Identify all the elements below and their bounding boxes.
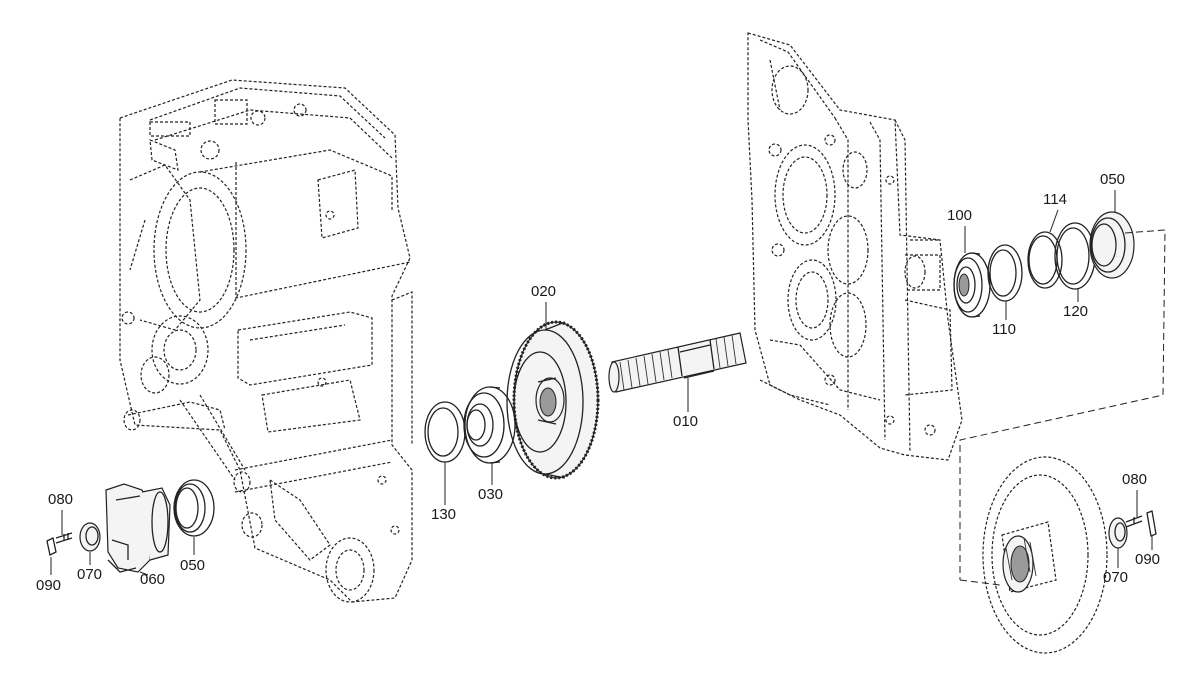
cap-070-right xyxy=(1108,517,1128,549)
right-housing-cover xyxy=(747,32,963,461)
label-120: 120 xyxy=(1063,303,1089,320)
seal-050-right xyxy=(1089,211,1135,279)
label-060: 060 xyxy=(140,571,166,588)
label-030: 030 xyxy=(478,486,504,503)
ring-110 xyxy=(987,244,1023,302)
bearing-030 xyxy=(463,386,516,464)
label-070-left: 070 xyxy=(77,566,103,583)
label-010: 010 xyxy=(673,413,699,430)
label-100: 100 xyxy=(947,207,973,224)
label-020: 020 xyxy=(531,283,557,300)
flange-yoke-060 xyxy=(105,483,171,573)
label-110: 110 xyxy=(992,321,1016,338)
label-050-right: 050 xyxy=(1100,171,1126,188)
right-flange-disc xyxy=(982,456,1157,654)
label-070-right: 070 xyxy=(1103,569,1129,586)
label-080-right: 080 xyxy=(1122,471,1148,488)
label-050-left: 050 xyxy=(180,557,206,574)
gear-020 xyxy=(506,320,600,480)
leader-lines xyxy=(50,190,1153,576)
center-shaft-assembly xyxy=(424,320,747,480)
label-090-left: 090 xyxy=(36,577,62,594)
label-130: 130 xyxy=(431,506,457,523)
left-transmission-housing xyxy=(119,79,413,603)
shaft-010 xyxy=(608,332,747,393)
label-080-left: 080 xyxy=(48,491,74,508)
left-flange-group xyxy=(46,479,215,573)
label-090-right: 090 xyxy=(1135,551,1161,568)
seal-050-left xyxy=(173,479,215,537)
snap-ring-120 xyxy=(1054,222,1096,290)
washer-090-left xyxy=(46,537,57,556)
bearing-100 xyxy=(953,252,991,318)
ring-130 xyxy=(424,401,466,463)
washer-090-right xyxy=(1146,510,1157,537)
label-114: 114 xyxy=(1043,191,1067,208)
right-seal-stack xyxy=(953,211,1166,586)
